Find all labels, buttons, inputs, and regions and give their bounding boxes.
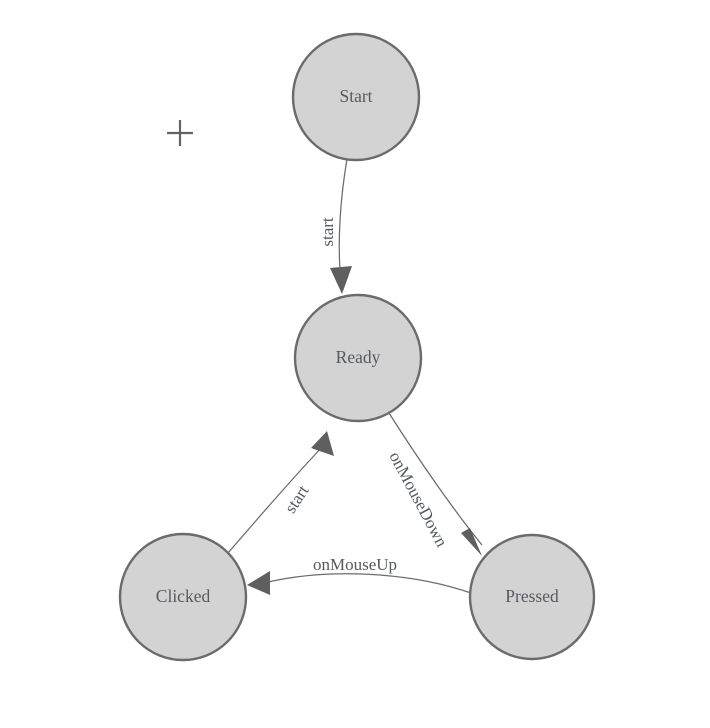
edge-label-pressed-to-clicked: onMouseUp: [313, 555, 397, 574]
edge-label-start-to-ready: start: [318, 217, 337, 247]
node-start-label: Start: [339, 86, 372, 106]
node-start-circle: [291, 32, 421, 162]
edge-pressed-to-clicked[interactable]: onMouseUp: [247, 555, 472, 595]
edge-clicked-to-ready[interactable]: start: [227, 431, 334, 554]
edge-clicked-to-ready-path: [227, 442, 327, 554]
node-ready[interactable]: Ready: [293, 293, 423, 423]
edge-clicked-to-ready-arrowhead: [311, 431, 334, 456]
node-clicked-circle: [118, 532, 248, 662]
edge-pressed-to-clicked-path: [267, 573, 472, 594]
node-clicked[interactable]: Clicked: [118, 532, 248, 662]
node-pressed[interactable]: Pressed: [468, 533, 596, 661]
edge-start-to-ready[interactable]: start: [318, 158, 352, 294]
edge-ready-to-pressed-path: [388, 412, 483, 546]
edge-pressed-to-clicked-arrowhead: [247, 571, 270, 595]
edge-ready-to-pressed-arrowhead: [461, 528, 482, 556]
plus-crosshair-marker[interactable]: [167, 120, 193, 146]
edge-start-to-ready-path: [338, 158, 348, 271]
node-ready-circle: [293, 293, 423, 423]
node-ready-label: Ready: [336, 347, 381, 367]
node-start[interactable]: Start: [291, 32, 421, 162]
edge-ready-to-pressed[interactable]: onMouseDown: [385, 412, 483, 556]
edge-start-to-ready-arrowhead: [330, 266, 352, 294]
node-pressed-circle: [468, 533, 596, 661]
edge-label-ready-to-pressed: onMouseDown: [385, 449, 451, 551]
node-pressed-label: Pressed: [505, 586, 559, 606]
node-clicked-label: Clicked: [156, 586, 211, 606]
